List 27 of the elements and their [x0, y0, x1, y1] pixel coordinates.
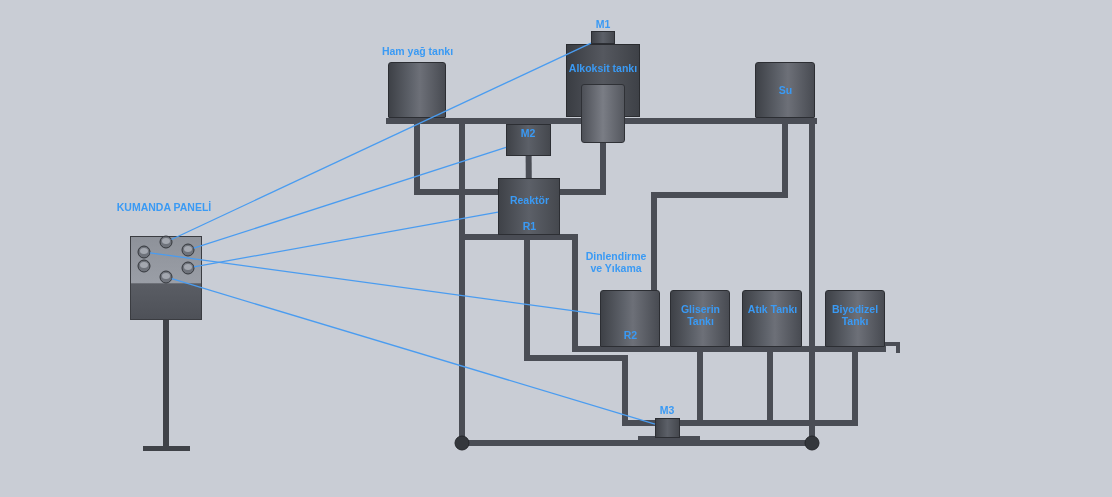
tank-label: Gliserin Tankı: [680, 303, 721, 327]
pipe: [525, 155, 532, 179]
motor-label: M2: [520, 127, 536, 139]
tank-label: R2: [623, 329, 638, 341]
panel-label: KUMANDA PANELİ: [116, 201, 212, 213]
leader-line: [170, 42, 592, 241]
tank-label: Biyodizel Tankı: [831, 303, 879, 327]
leader-line: [193, 211, 499, 268]
knob-icon: [159, 270, 173, 284]
knob-icon: [137, 245, 151, 259]
tank-label: Su: [778, 84, 793, 96]
tank-label: Alkoksit tankı: [568, 62, 638, 74]
leader-line: [193, 146, 507, 249]
motor-label: M1: [595, 18, 611, 30]
pump-label: M3: [659, 404, 675, 416]
tank-label: Dinlendirme ve Yıkama: [585, 250, 647, 274]
leader-line: [149, 252, 601, 316]
reactor-label: Reaktör: [509, 194, 550, 206]
leader-line: [171, 278, 656, 425]
tank-label: Atık Tankı: [747, 303, 798, 315]
pipe: [560, 143, 606, 195]
knob-icon: [181, 243, 195, 257]
knob-icon: [137, 259, 151, 273]
knob-icon: [159, 235, 173, 249]
reactor-label: R1: [522, 220, 537, 232]
knob-icon: [181, 261, 195, 275]
tank-label: Ham yağ tankı: [381, 45, 454, 57]
